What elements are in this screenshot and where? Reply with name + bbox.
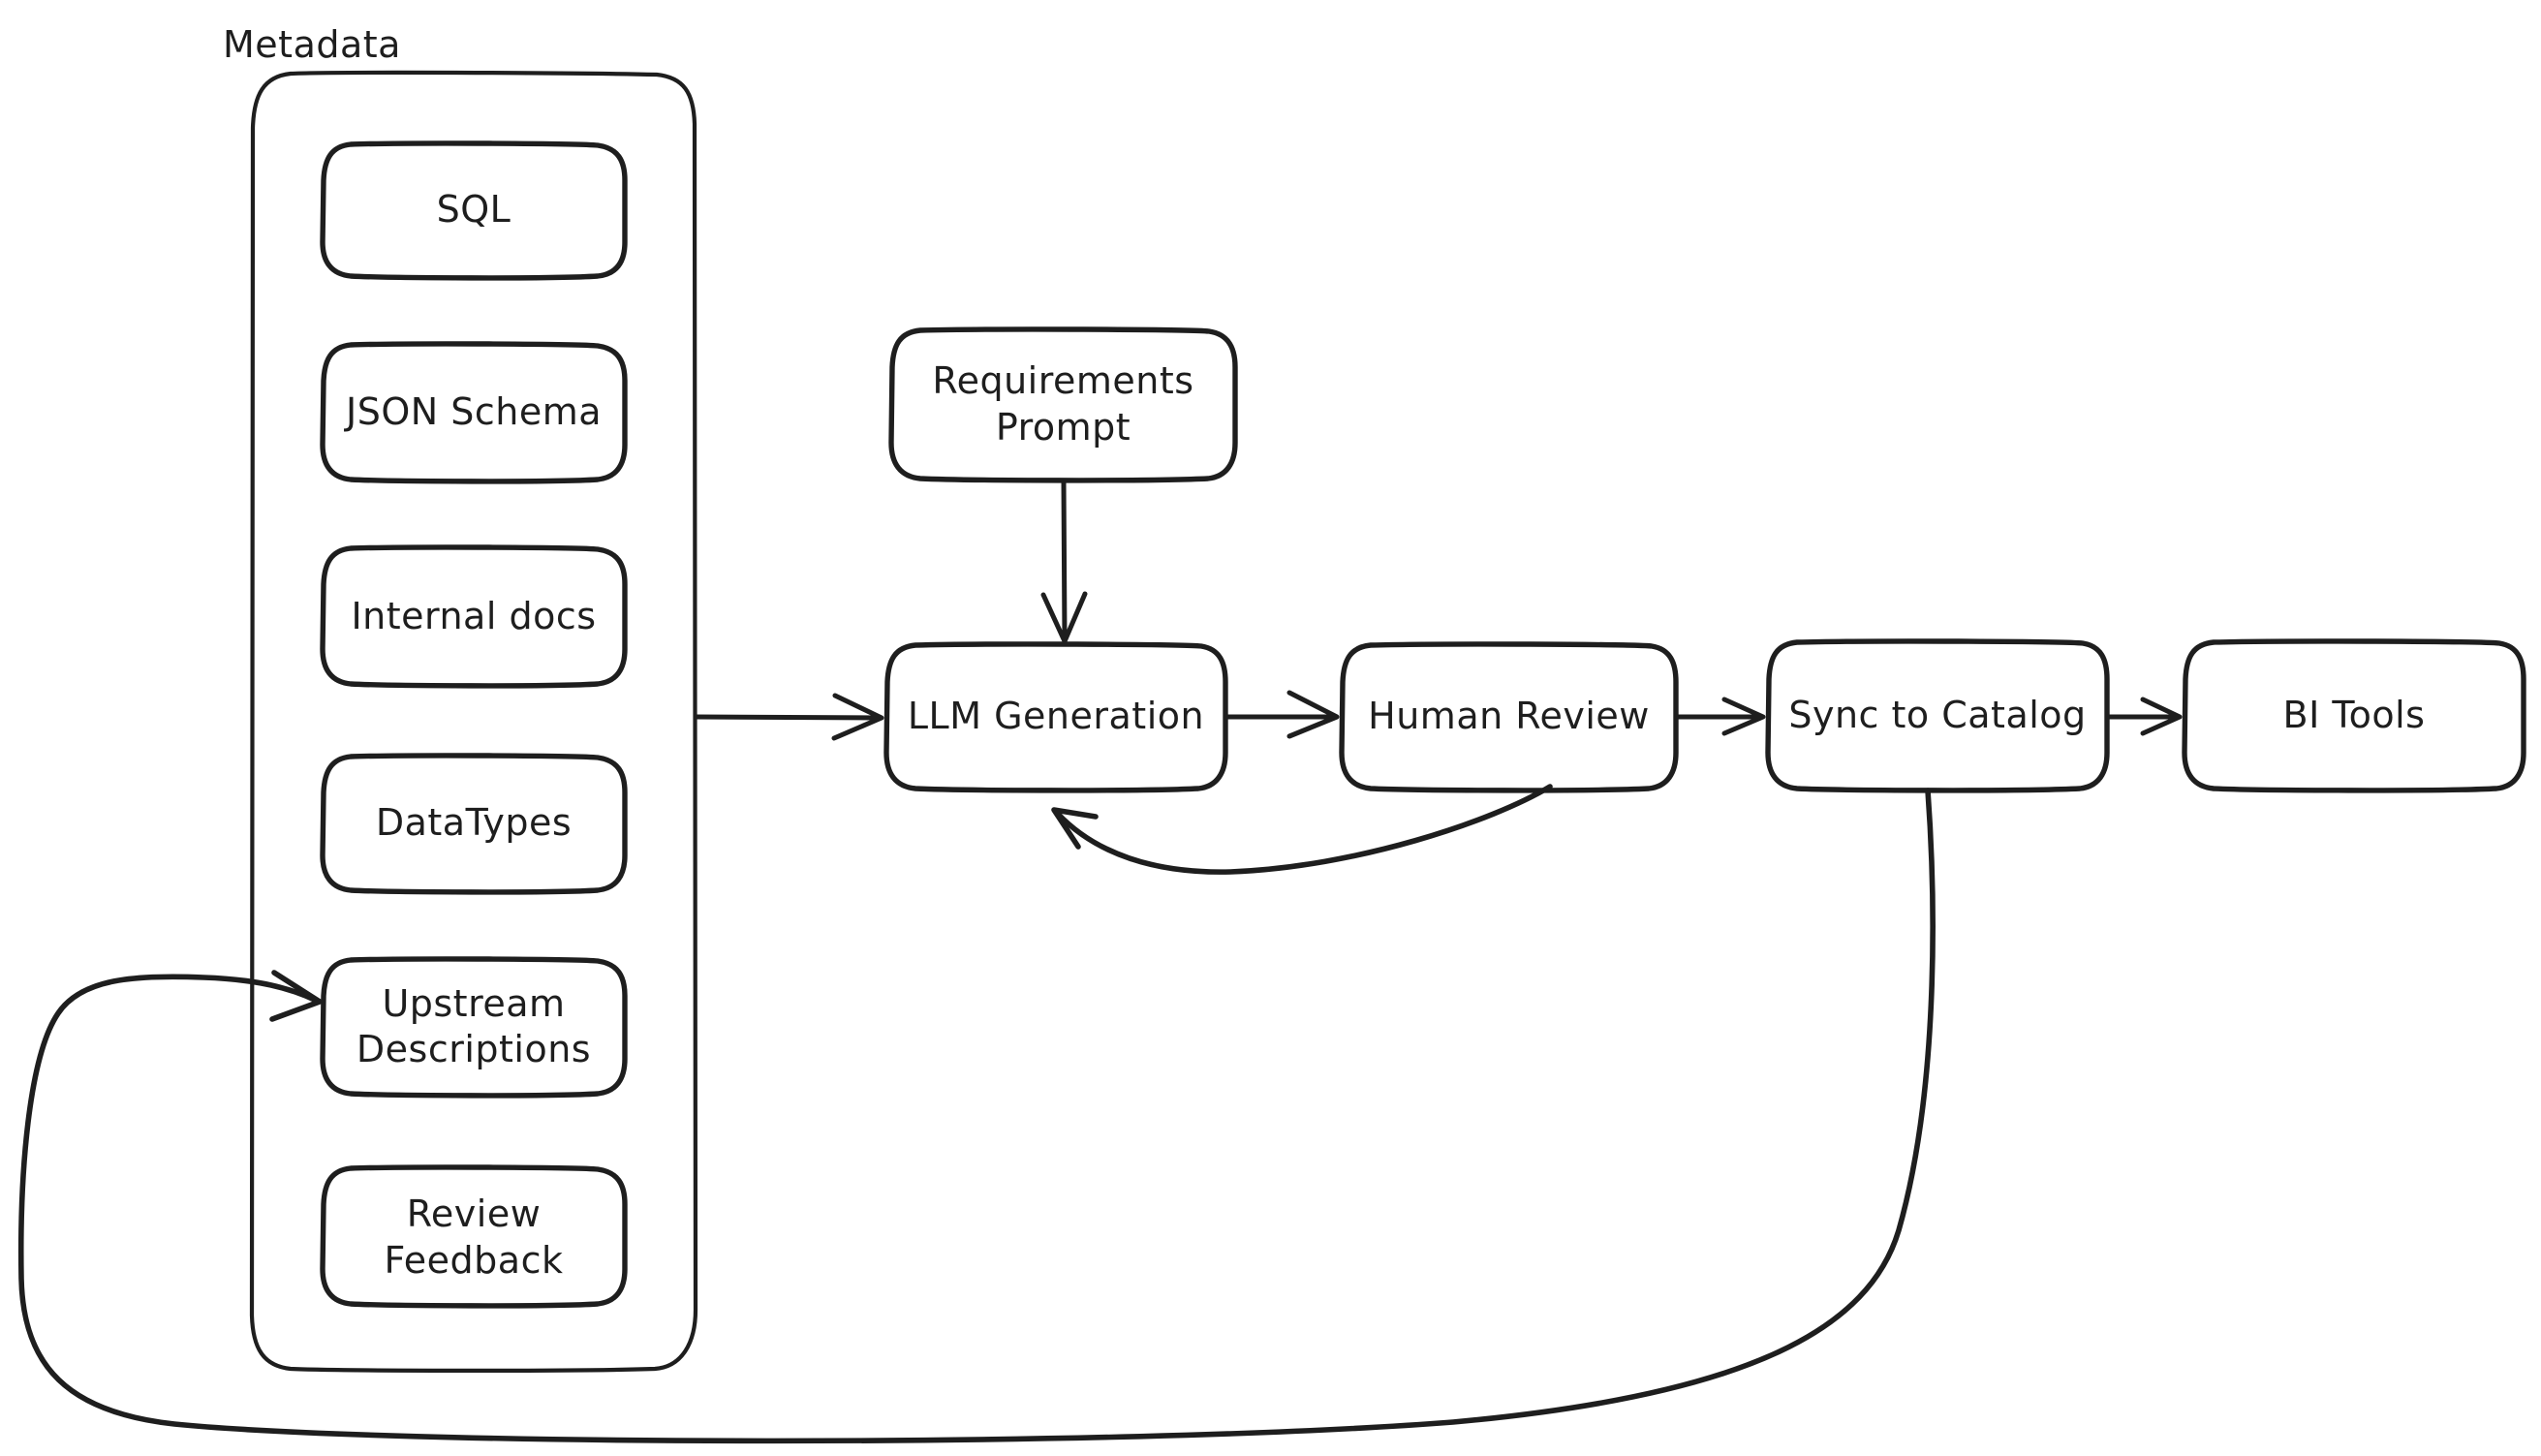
edge-human-to-sync bbox=[1673, 697, 1766, 736]
metadata-group-outline bbox=[249, 70, 698, 1373]
edge-human-review-feedback bbox=[1051, 784, 1553, 875]
metadata-group-title: Metadata bbox=[223, 23, 401, 66]
metadata-item-outlines bbox=[320, 140, 628, 1309]
process-node-outlines bbox=[883, 326, 2526, 793]
edge-llm-to-human bbox=[1223, 690, 1340, 739]
edge-sync-to-bi bbox=[2104, 697, 2183, 736]
edge-requirements-to-llm bbox=[1040, 479, 1088, 644]
edge-catalog-to-upstream bbox=[17, 788, 1936, 1444]
edge-metadata-to-llm bbox=[693, 693, 884, 741]
